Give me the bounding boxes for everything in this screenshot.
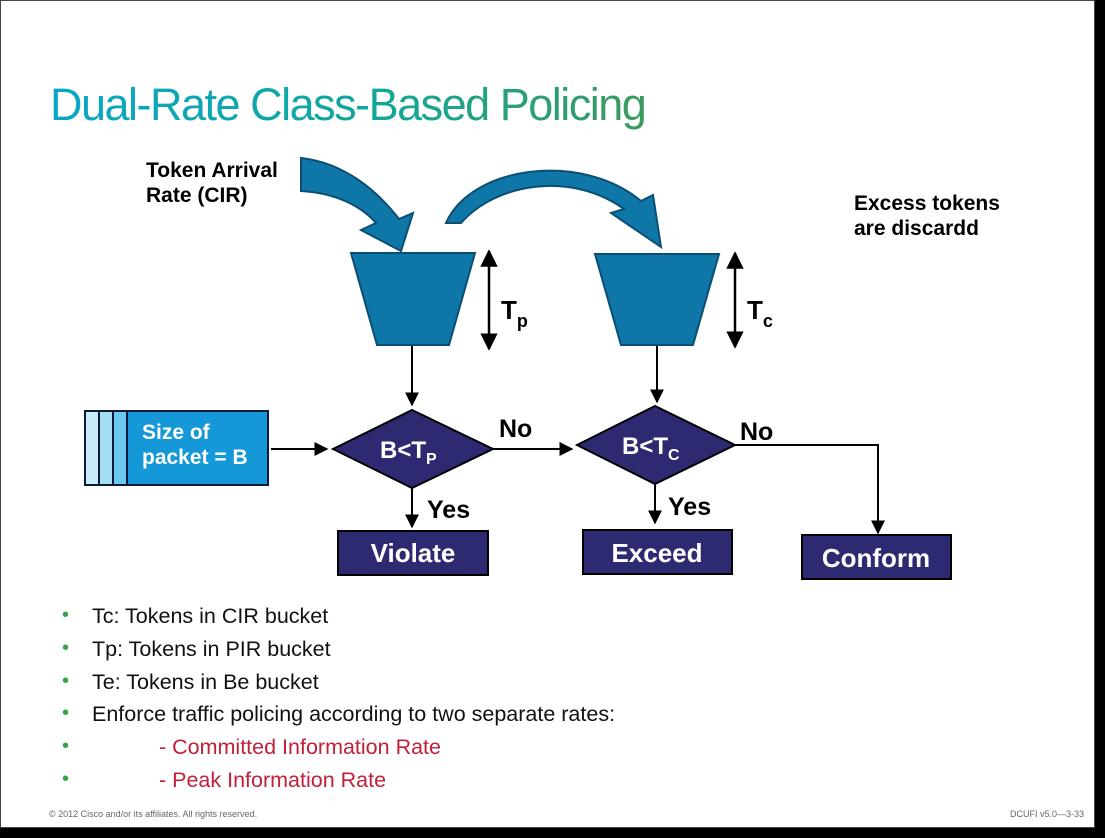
svg-text:B<TC: B<TC [622,433,680,464]
packet-box: Size of packet = B [84,410,269,486]
exceed-box: Exceed [582,529,733,575]
token-arrival-line1: Token Arrival [146,159,278,182]
conform-box: Conform [801,534,952,580]
tp-label: Tp [501,295,528,331]
exceed-label: Exceed [611,538,702,568]
overflow-arrow [444,169,663,250]
cir-yes-label: Yes [668,493,711,521]
cir-no-arrow [735,444,885,535]
excess-tokens-label: Excess tokens are discardd [854,191,1000,241]
course-code-footer: DCUFI v5.0—3-33 [1009,809,1084,819]
bullet-icon: • [62,735,70,758]
slide: Dual-Rate Class-Based Policing Tp Tc [0,0,1095,828]
decision-pir: B<TP [330,408,496,490]
cir-no-label: No [740,418,773,446]
violate-box: Violate [337,530,489,576]
cir-bucket [593,253,721,346]
bullet-icon: • [62,767,70,790]
svg-text:B<TP: B<TP [380,437,437,468]
slide-title: Dual-Rate Class-Based Policing [50,79,647,130]
pir-bucket [349,252,477,346]
packet-label-line1: Size of [142,421,211,444]
packet-label-line2: packet = B [142,446,248,469]
decision-pir-main: B<T [380,437,426,464]
token-arrival-arrow [300,156,415,253]
pir-yes-label: Yes [427,496,470,524]
policing-diagram: Tp Tc Size of packet = B B<TP No [84,156,952,580]
tc-label: Tc [747,295,773,331]
token-arrival-label: Token Arrival Rate (CIR) [146,158,278,208]
decision-pir-sub: P [426,451,437,468]
bullet-icon: • [62,604,70,626]
token-arrival-line2: Rate (CIR) [146,184,248,207]
decision-cir-main: B<T [622,433,668,460]
excess-tokens-line2: are discardd [854,217,979,240]
copyright-footer: © 2012 Cisco and/or its affiliates. All … [49,809,258,819]
violate-label: Violate [371,538,456,568]
bullet-icon: • [62,636,70,659]
decision-cir-sub: C [668,447,680,464]
bullet-icon: • [62,669,70,692]
decision-cir: B<TC [574,404,738,486]
excess-tokens-line1: Excess tokens [854,192,1000,215]
conform-label: Conform [822,543,930,573]
bullet-icon: • [62,702,70,725]
pir-no-label: No [499,415,532,443]
